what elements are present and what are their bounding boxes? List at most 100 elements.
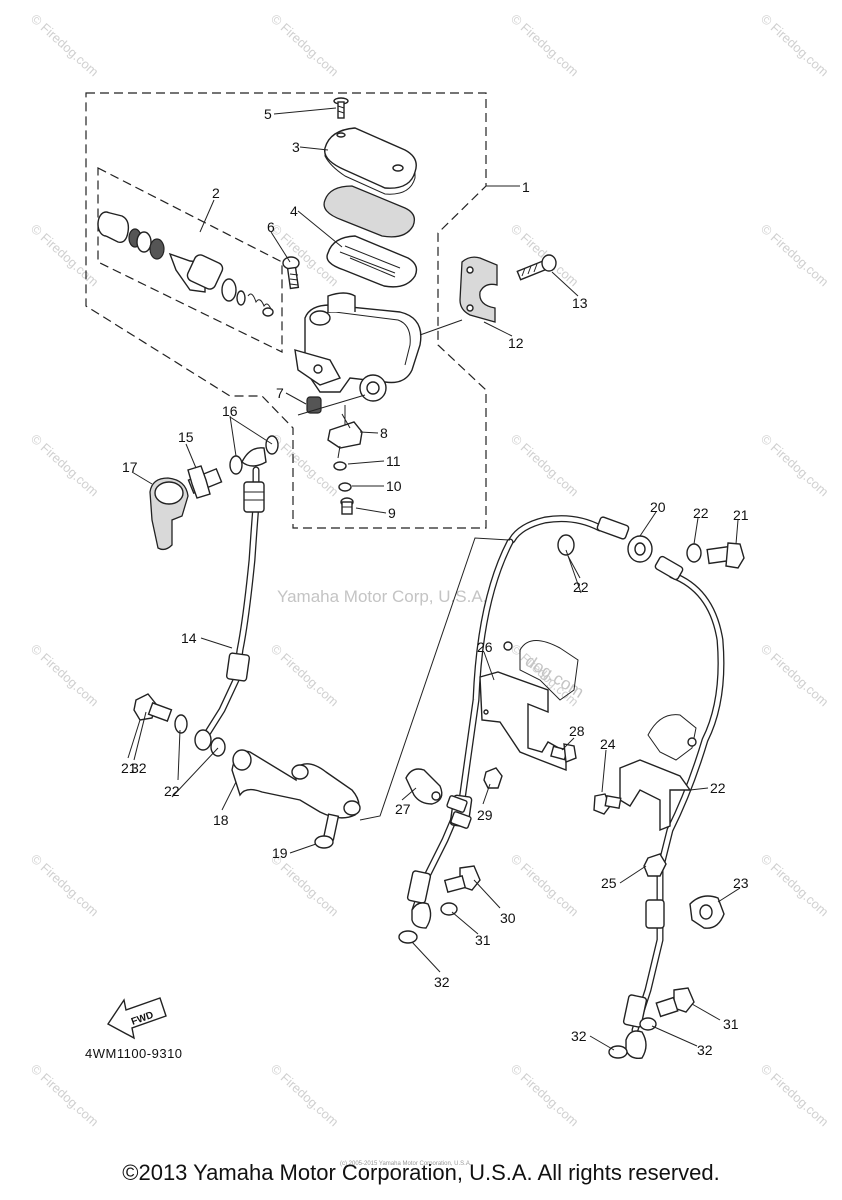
watermark-tile: © Firedog.com [508, 1061, 582, 1129]
watermark-tile: © Firedog.com [758, 641, 832, 709]
callout-28: 28 [569, 723, 585, 739]
bracket-23 [619, 714, 697, 832]
watermark-tile: © Firedog.com [268, 1061, 342, 1129]
callout-31: 31 [475, 932, 491, 948]
copyright-notice: ©2013 Yamaha Motor Corporation, U.S.A. A… [122, 1160, 720, 1185]
leader-line [717, 887, 741, 903]
washer-16a [229, 455, 243, 475]
screw-9 [340, 497, 354, 515]
leader-line [273, 107, 337, 115]
washer-10 [338, 482, 352, 492]
callout-22: 22 [573, 579, 589, 595]
washer-16b [265, 435, 279, 455]
nut-30 [483, 767, 503, 789]
callout-16: 16 [222, 403, 238, 419]
leader-line [411, 941, 441, 973]
leader-line [639, 511, 657, 537]
leader-line [289, 843, 317, 854]
washer-32d [608, 1045, 628, 1059]
clamp-28 [405, 768, 472, 829]
leader-line [689, 787, 709, 791]
leader-line [482, 783, 491, 805]
leader-line [551, 271, 579, 297]
watermark-tile: © Firedog.com [268, 11, 342, 79]
callout-22: 22 [710, 780, 726, 796]
leader-line [601, 749, 607, 793]
leader-line [473, 879, 501, 909]
callout-7: 7 [276, 385, 284, 401]
connector-line [359, 537, 511, 821]
callout-3: 3 [292, 139, 300, 155]
washer-22d [686, 543, 702, 563]
assembly-2-boundary [97, 167, 283, 353]
joint-18 [231, 749, 361, 819]
watermark-tile: © Firedog.com [28, 641, 102, 709]
callout-32: 32 [697, 1042, 713, 1058]
leader-line [691, 1003, 721, 1021]
washer-11 [333, 461, 347, 471]
leader-line [359, 431, 379, 434]
diaphragm-4 [326, 235, 418, 288]
leader-line [451, 911, 479, 935]
callout-2: 2 [212, 185, 220, 201]
junction-20-hole [634, 542, 646, 556]
callout-10: 10 [386, 478, 402, 494]
callout-26: 26 [477, 639, 493, 655]
watermark-tile: © Firedog.com [268, 641, 342, 709]
leader-line [229, 415, 237, 457]
leader-line [185, 443, 197, 469]
washer-22c [557, 534, 575, 556]
brake-hose-14 [196, 466, 265, 749]
callout-22: 22 [693, 505, 709, 521]
callout-22: 22 [164, 783, 180, 799]
watermark-tile: © Firedog.com [28, 851, 102, 919]
leader-line [199, 199, 215, 233]
leader-line [270, 231, 291, 263]
callout-20: 20 [650, 499, 666, 515]
callout-4: 4 [290, 203, 298, 219]
bolt-21-right [706, 542, 745, 569]
callout-8: 8 [380, 425, 388, 441]
screw-6 [282, 256, 300, 290]
leader-line [651, 1025, 698, 1047]
callout-25: 25 [601, 875, 617, 891]
callout-17: 17 [122, 459, 138, 475]
callout-23: 23 [733, 875, 749, 891]
callout-11: 11 [386, 453, 401, 469]
banjo-bolt-15 [187, 465, 223, 499]
bolt-31-b [655, 987, 695, 1018]
bolt-31-a [443, 865, 481, 893]
banjo-lower [194, 729, 212, 751]
leader-line [561, 737, 575, 751]
bracket-27 [479, 640, 579, 772]
center-watermark: Yamaha Motor Corp, U.S.A. [277, 587, 487, 606]
diaphragm-plate [323, 185, 416, 238]
callout-32: 32 [571, 1028, 587, 1044]
leader-banjo-body [297, 394, 366, 416]
leader-line [299, 146, 329, 151]
leader-line [133, 711, 147, 761]
leader-line [347, 460, 385, 465]
leader-line [355, 507, 387, 514]
switch-8 [327, 413, 363, 459]
leader-line [567, 555, 581, 579]
watermark-tile: © Firedog.com [758, 851, 832, 919]
bolt-25 [593, 793, 622, 815]
clamp-24 [689, 895, 725, 929]
leader-line [565, 549, 582, 594]
watermark-tile: © Firedog.com [508, 221, 582, 289]
leader-line [589, 1035, 615, 1051]
callout-31: 31 [723, 1016, 739, 1032]
leader-line [127, 719, 141, 759]
assembly-1-boundary [85, 92, 487, 529]
callout-leaders [127, 107, 741, 1051]
leader-line [297, 210, 343, 248]
leader-12-body [419, 319, 463, 336]
diagram-part-code: 4WM1100-9310 [85, 1046, 183, 1061]
callout-21: 21 [733, 507, 749, 523]
cap-17 [149, 477, 189, 551]
callout-1: 1 [522, 179, 530, 195]
callout-30: 30 [500, 910, 516, 926]
